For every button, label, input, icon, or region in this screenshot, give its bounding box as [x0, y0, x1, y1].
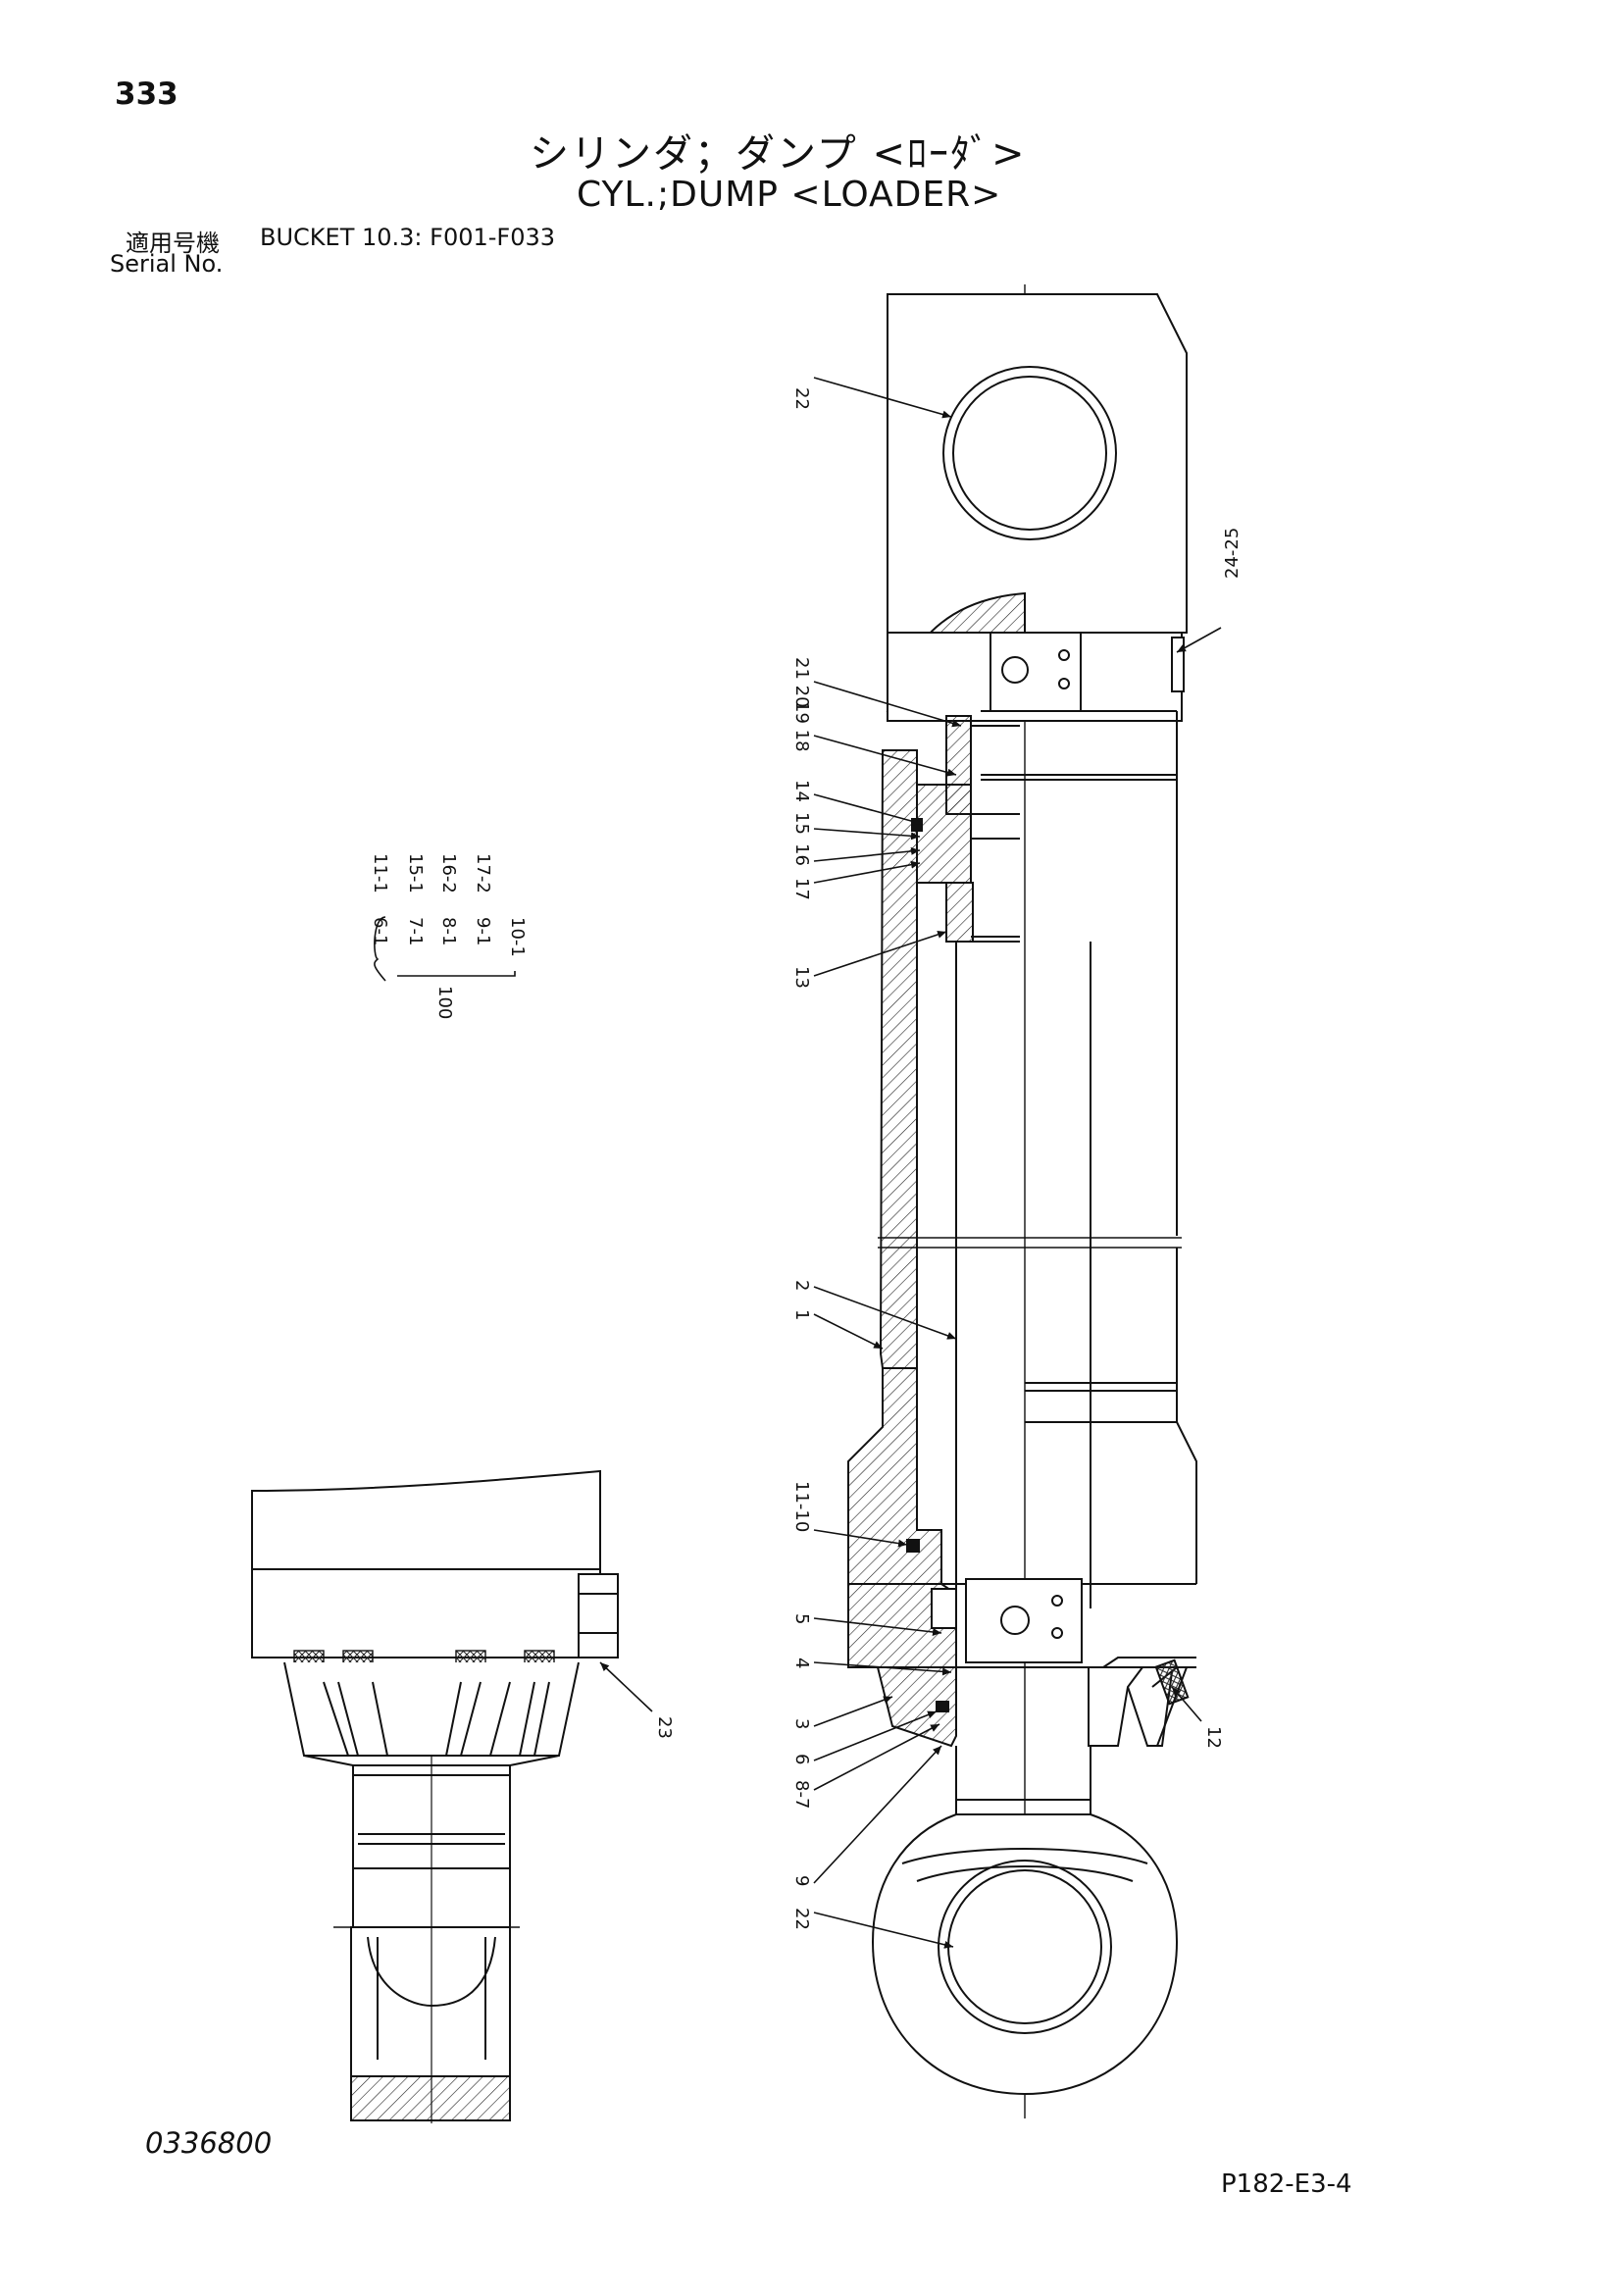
- title-english: CYL.;DUMP <LOADER>: [577, 175, 1002, 215]
- callout-8-7: 8-7: [791, 1780, 812, 1809]
- seal-kit-legend: 11-1 15-1 16-2 17-2 6-1 7-1 8-1 9-1 10-1…: [370, 853, 528, 1019]
- top-clevis: [887, 293, 1188, 634]
- top-pin-bore-outer: [942, 366, 1117, 540]
- tube-left-wall-section: [879, 749, 918, 1369]
- kit-row2-item-2: 7-1: [405, 917, 426, 945]
- callout-19-18: 19 18: [791, 701, 812, 752]
- kit-row2-item-4: 9-1: [473, 917, 493, 945]
- kit-row1-item-3: 16-2: [438, 853, 459, 893]
- grease-fitting-bottom: [1000, 1606, 1030, 1635]
- page-code: P182-E3-4: [1221, 2169, 1352, 2199]
- kit-bracket: [374, 916, 516, 982]
- kit-row1-item-1: 11-1: [370, 853, 390, 893]
- piston-seal: [911, 818, 923, 832]
- applicable-model-label: 適用号機: [126, 230, 220, 257]
- side-boot: [283, 1661, 580, 1757]
- gland-upper-section: [847, 1367, 942, 1585]
- kit-row2-item-5: 10-1: [507, 917, 528, 957]
- callout-23: 23: [654, 1716, 675, 1739]
- serial-number-label: Serial No.: [110, 250, 224, 278]
- rod-end-side-view: [251, 1469, 619, 2123]
- tube-right-lower: [1176, 1248, 1197, 1584]
- callout-17: 17: [791, 878, 812, 900]
- main-cylinder-view: [847, 284, 1197, 2118]
- bolt-hole-1: [1058, 649, 1070, 661]
- drawing-number: 0336800: [145, 2126, 273, 2160]
- grease-block-bottom: [965, 1578, 1083, 1663]
- title-japanese: シリンダ；ダンプ <ﾛｰﾀﾞ>: [530, 131, 1027, 177]
- piston-section: [916, 784, 972, 884]
- callout-22-top: 22: [791, 387, 812, 410]
- callout-3: 3: [791, 1718, 812, 1729]
- grease-block-top: [990, 632, 1082, 712]
- side-gland: [251, 1568, 601, 1658]
- callout-9: 9: [791, 1875, 812, 1886]
- callout-16: 16: [791, 843, 812, 866]
- callout-12: 12: [1203, 1726, 1224, 1749]
- callout-13: 13: [791, 966, 812, 989]
- rod-eye-bore-outer: [938, 1860, 1112, 2034]
- piston-spacer-section: [945, 882, 974, 943]
- callout-14: 14: [791, 780, 812, 802]
- callout-22-bottom: 22: [791, 1908, 812, 1930]
- side-tube: [251, 1469, 601, 1570]
- callout-11-10: 11-10: [791, 1481, 812, 1532]
- callout-6: 6: [791, 1754, 812, 1764]
- rod-eye: [871, 1813, 1179, 2096]
- side-bushing-section: [350, 2075, 511, 2121]
- leader-lines: [599, 377, 1222, 1949]
- applicable-model-value: BUCKET 10.3: F001-F033: [260, 224, 556, 251]
- callout-4: 4: [791, 1658, 812, 1668]
- kit-number: 100: [434, 986, 455, 1019]
- callout-24-25: 24-25: [1222, 528, 1243, 579]
- callout-5: 5: [791, 1613, 812, 1624]
- callout-labels: 22 24-25 21 20 19 18 14 15 16 17 13 2 1 …: [654, 387, 1243, 1930]
- kit-row1-item-4: 17-2: [473, 853, 493, 893]
- kit-row2-item-3: 8-1: [438, 917, 459, 945]
- top-pin-bore-inner: [952, 376, 1107, 531]
- bolt-hole-2: [1058, 678, 1070, 689]
- kit-row2-item-1: 6-1: [370, 917, 390, 945]
- callout-21-20: 21 20: [791, 657, 812, 708]
- callout-15: 15: [791, 812, 812, 835]
- callout-2: 2: [791, 1280, 812, 1291]
- callout-1: 1: [791, 1309, 812, 1320]
- grease-fitting-top: [1001, 656, 1029, 684]
- page-number: 333: [115, 77, 178, 112]
- kit-row1-item-2: 15-1: [405, 853, 426, 893]
